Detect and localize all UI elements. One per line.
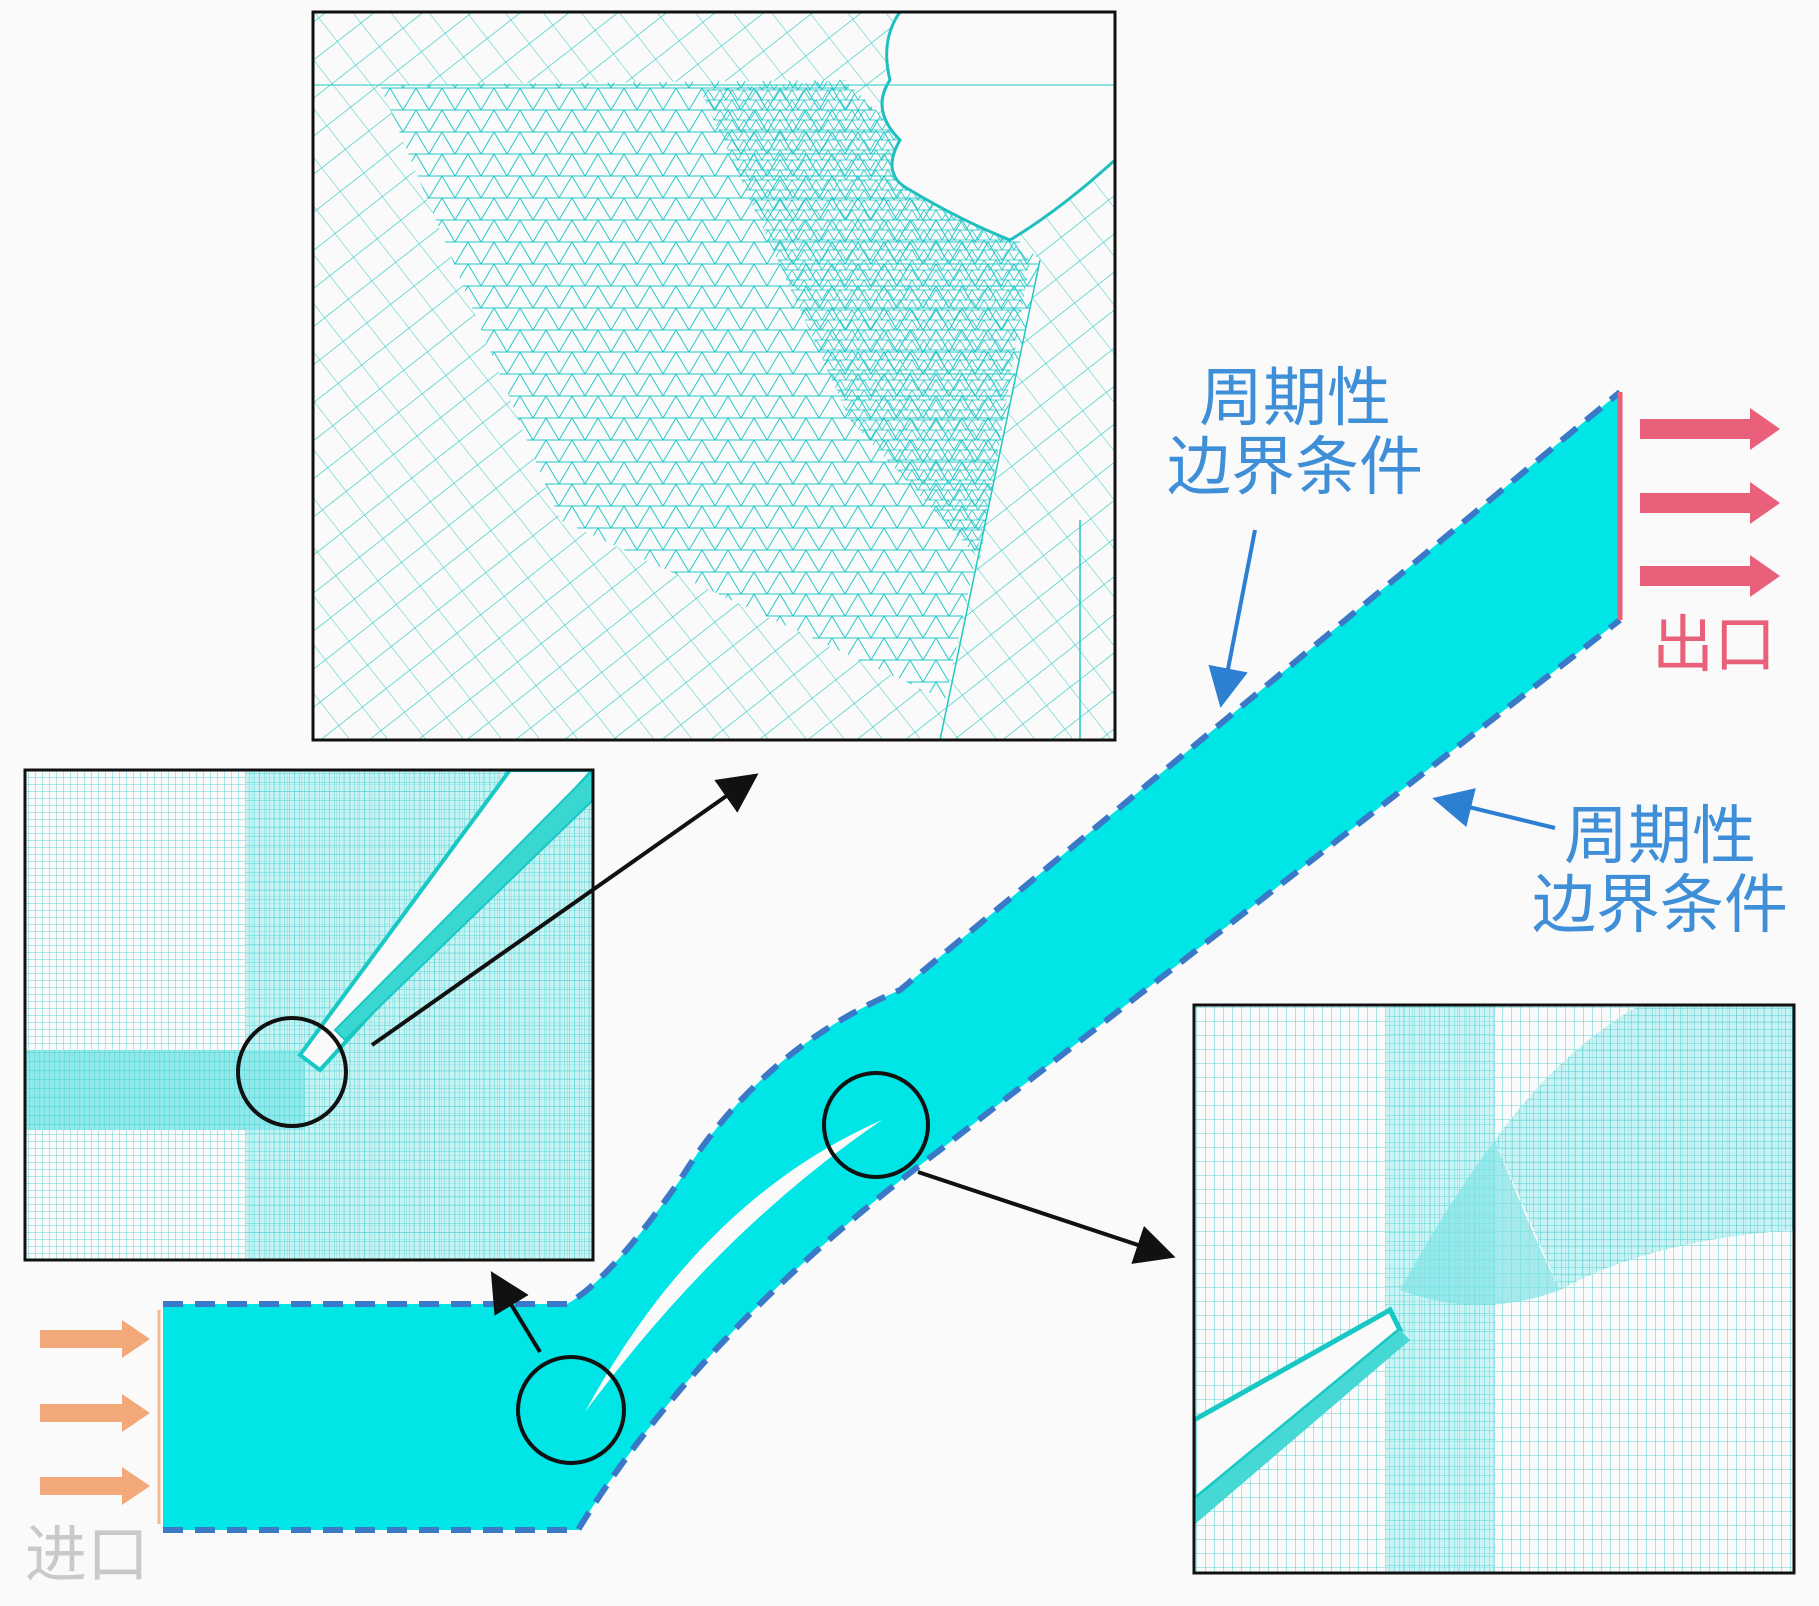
flow-domain — [157, 389, 1623, 1533]
right-arrow-icon — [1640, 482, 1780, 524]
periodic-arrow-right — [1432, 788, 1556, 830]
periodic-label-right-line2: 边界条件 — [1532, 869, 1788, 944]
periodic-label-top: 周期性 边界条件 — [1160, 362, 1430, 506]
right-arrow-icon — [40, 1394, 150, 1432]
outlet-label: 出口 — [1652, 608, 1777, 681]
outlet-arrows — [1640, 408, 1780, 597]
zoom-panel-left — [23, 768, 595, 1262]
circle-callout-icon — [516, 1355, 626, 1465]
callout-arrow-top — [370, 773, 759, 1047]
periodic-boundary-top — [163, 389, 1622, 1307]
right-arrow-icon — [40, 1467, 150, 1505]
circle-callout-icon — [822, 1071, 930, 1179]
inlet-label: 进口 — [25, 1518, 150, 1591]
callout-arrow-left — [490, 1271, 542, 1354]
right-arrow-icon — [40, 1320, 150, 1358]
periodic-label-right: 周期性 边界条件 — [1525, 800, 1795, 944]
zoom-panel-right — [1192, 1003, 1796, 1575]
callout-arrow-right — [917, 1170, 1176, 1264]
periodic-arrow-top — [1208, 529, 1257, 708]
periodic-boundary-bottom — [163, 617, 1622, 1533]
right-arrow-icon — [1640, 555, 1780, 597]
zoom-panel-top — [311, 10, 1117, 742]
circle-callout-icon — [236, 1016, 348, 1128]
fluid-region — [163, 392, 1620, 1530]
periodic-label-top-line2: 边界条件 — [1167, 431, 1423, 506]
right-arrow-icon — [1640, 408, 1780, 450]
periodic-label-right-line1: 周期性 — [1564, 800, 1756, 874]
periodic-label-top-line1: 周期性 — [1199, 362, 1391, 436]
blade-tip-cavity — [870, 12, 1115, 242]
inlet-arrows — [40, 1320, 150, 1505]
